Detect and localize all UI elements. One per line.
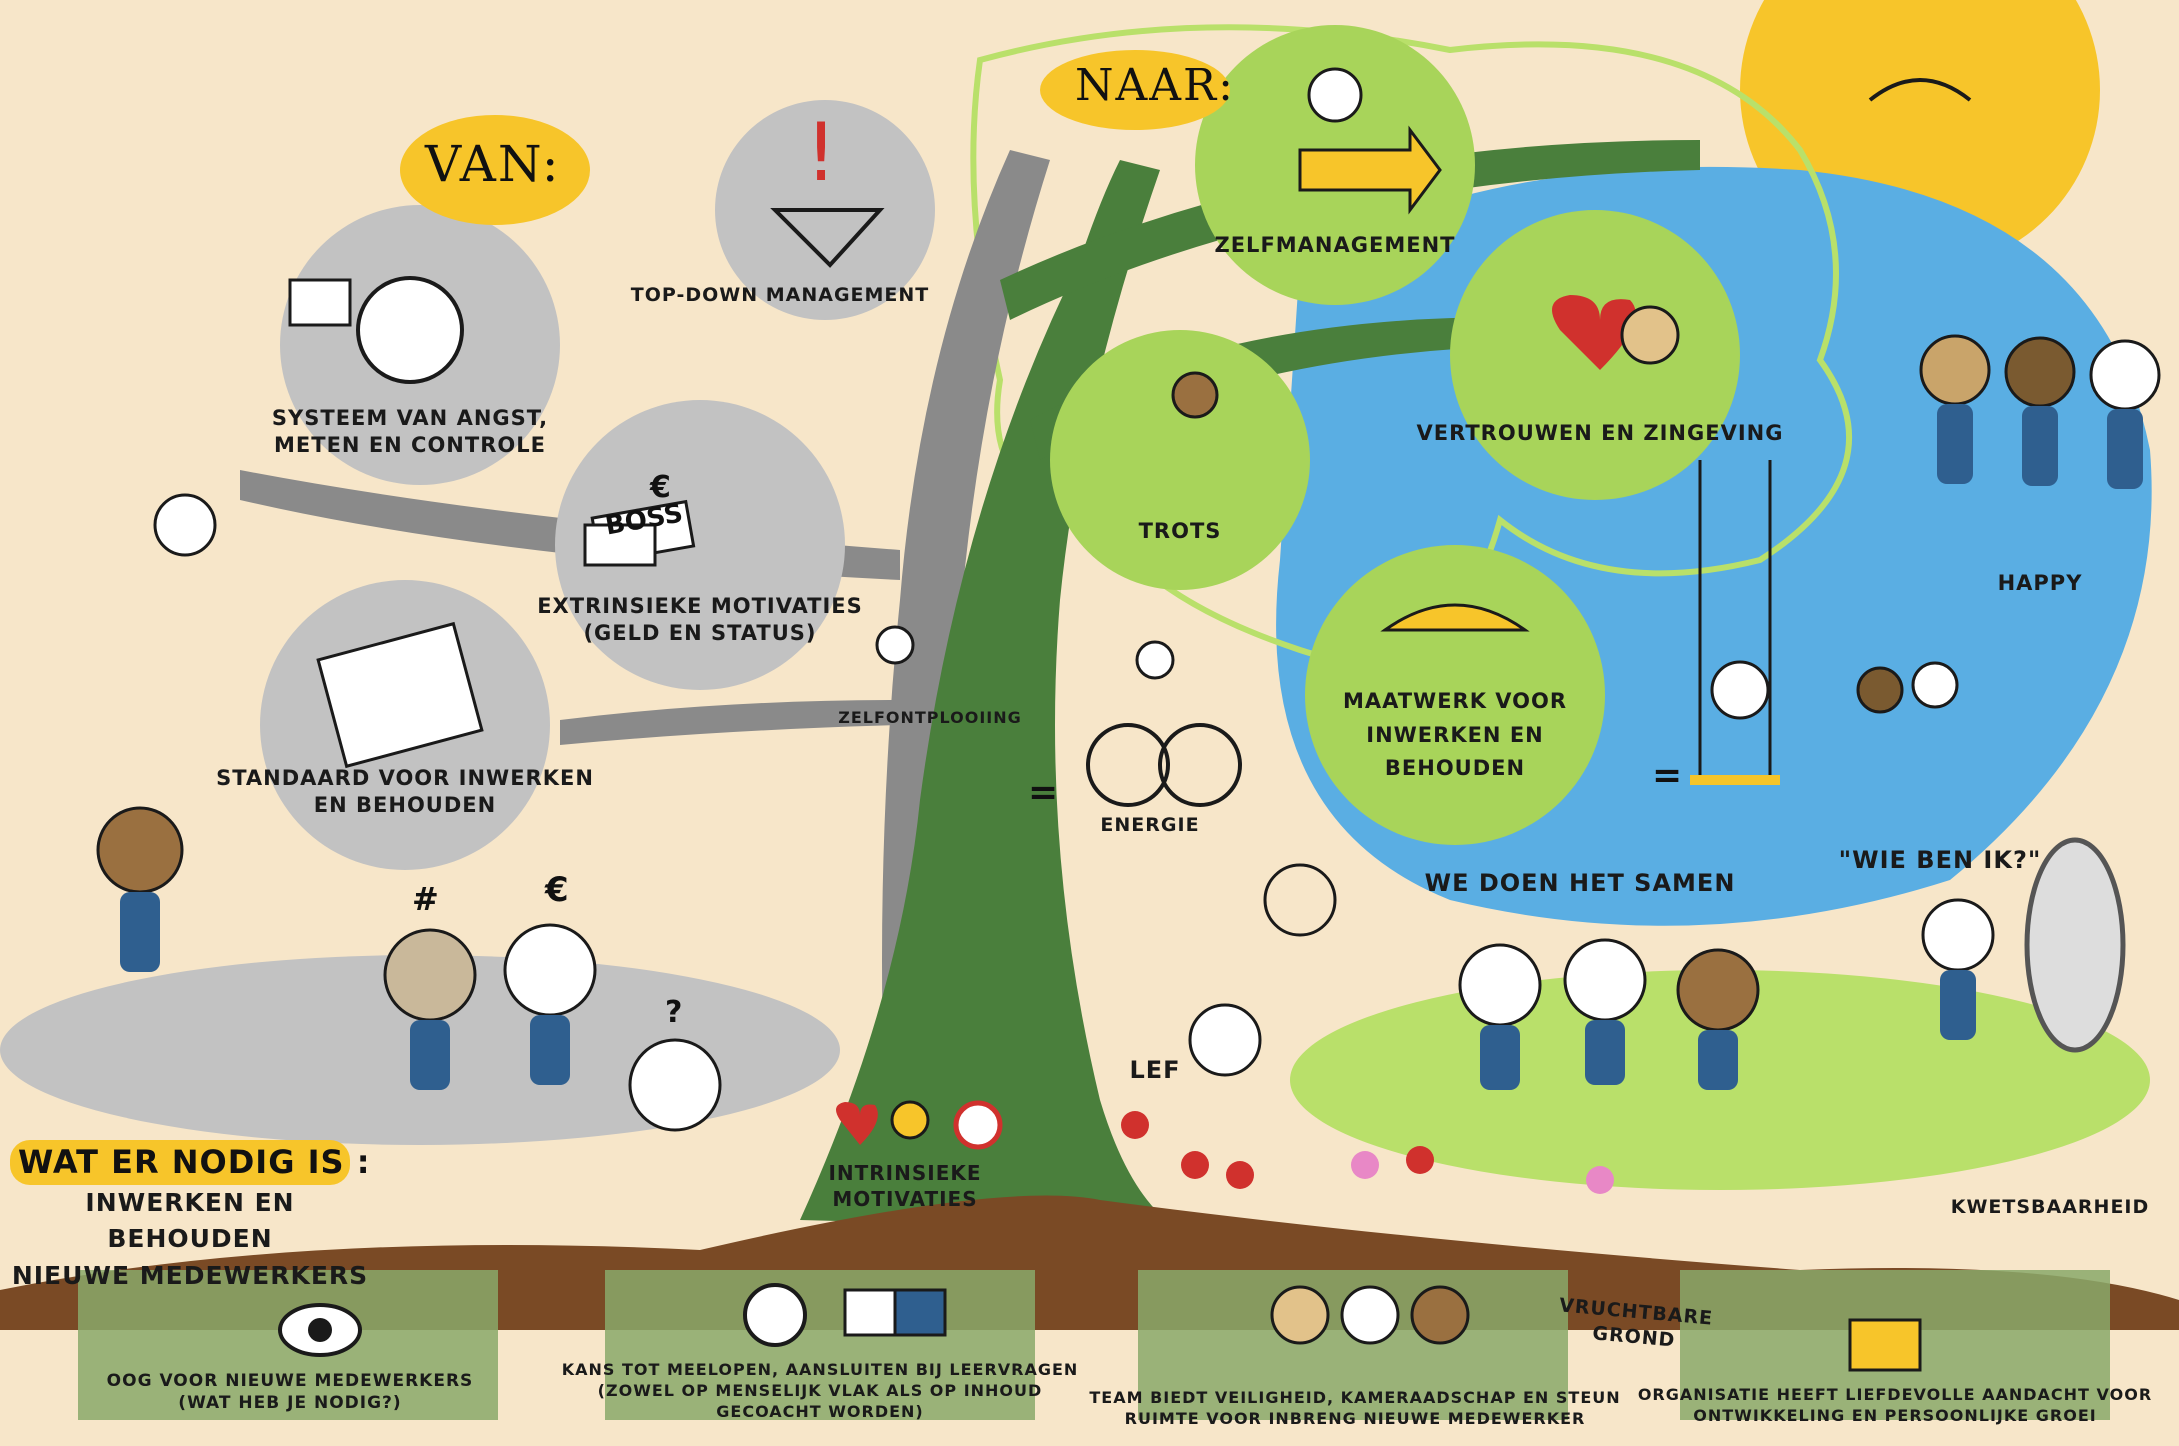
bicycle-wheel-right [1158, 723, 1242, 807]
needs-subtitle-line2: NIEUWE MEDEWERKERS [11, 1260, 369, 1290]
clock-icon [743, 1283, 807, 1347]
flower-icon [1181, 1151, 1209, 1179]
equals-sign-bike: = [1028, 772, 1059, 813]
van-blob [400, 115, 590, 225]
swing-seat [1690, 775, 1780, 785]
trust-label: VERTROUWEN EN ZINGEVING [1416, 421, 1784, 445]
extrinsic-line1: EXTRINSIEKE MOTIVATIES [537, 594, 863, 618]
paper-stack-icon [316, 621, 484, 769]
euro-symbol-2: € [545, 870, 569, 910]
team-face-icon [1410, 1285, 1470, 1345]
fear-system-label: SYSTEEM VAN ANGST, METEN EN CONTROLE [230, 405, 590, 460]
top-down-label: TOP-DOWN MANAGEMENT [630, 284, 930, 306]
stressed-face-icon [356, 276, 464, 384]
root-4-line2: ONTWIKKELING EN PERSOONLIJKE GROEI [1693, 1405, 2097, 1425]
question-symbol: ? [665, 995, 683, 1030]
person-head-icon [1307, 67, 1363, 123]
root-panel-2 [605, 1270, 1035, 1420]
fear-system-line1: SYSTEEM VAN ANGST, [271, 406, 549, 430]
root-label-2: KANS TOT MEELOPEN, AANSLUITEN BIJ LEERVR… [545, 1360, 1095, 1422]
soil-band [0, 1195, 2179, 1330]
flower-icon [1226, 1161, 1254, 1189]
root-label-3: TEAM BIEDT VEILIGHEID, KAMERAADSCHAP EN … [1080, 1388, 1630, 1430]
extrinsic-label: EXTRINSIEKE MOTIVATIES (GELD EN STATUS) [520, 593, 880, 648]
energy-label: ENERGIE [1100, 814, 1200, 836]
sun-rays [1868, 78, 1972, 102]
root-2-line1: KANS TOT MEELOPEN, AANSLUITEN BIJ LEERVR… [561, 1360, 1079, 1379]
needs-blob [10, 1140, 350, 1185]
mirror-icon [2024, 837, 2126, 1053]
arrow-right-icon [1298, 125, 1442, 215]
to-label: NAAR: [1075, 60, 1236, 111]
team-face-icon [1340, 1285, 1400, 1345]
naar-blob [1040, 50, 1230, 130]
stick-figures [96, 334, 2161, 1132]
root-label-4: ORGANISATIE HEEFT LIEFDEVOLLE AANDACHT V… [1625, 1385, 2165, 1427]
target-icon [953, 1100, 1003, 1150]
custom-bubble [1305, 545, 1605, 845]
lightbulb-icon [890, 1100, 930, 1140]
team-face-icon [1270, 1285, 1330, 1345]
eye-pupil-icon [308, 1318, 332, 1342]
exclamation-icon: ! [805, 106, 837, 199]
pride-label: TROTS [1138, 519, 1222, 543]
heart-small-icon [836, 1102, 878, 1145]
custom-line2: INWERKEN EN [1366, 722, 1544, 747]
intrinsic-label: INTRINSIEKE MOTIVATIES [828, 1161, 982, 1211]
root-1-line1: OOG VOOR NIEUWE MEDEWERKERS [106, 1371, 474, 1391]
money-icon [583, 523, 657, 567]
custom-label: MAATWERK VOOR INWERKEN EN BEHOUDEN [1305, 685, 1605, 786]
who-am-i-label: "WIE BEN IK?" [1838, 846, 2042, 874]
heart-icon [1552, 295, 1636, 370]
puzzle-white-icon [843, 1288, 897, 1337]
laptop-icon [288, 278, 352, 327]
vulnerability-label: KWETSBAARHEID [1950, 1196, 2150, 1218]
courage-label: LEF [1129, 1056, 1181, 1084]
smile-face-icon [1620, 305, 1680, 365]
hash-symbol: # [412, 880, 439, 918]
flower-icon [1351, 1151, 1379, 1179]
ruler-hat-icon [1380, 603, 1530, 632]
from-label: VAN: [425, 135, 561, 193]
extrinsic-bubble [555, 400, 845, 690]
equals-sign-swing: = [1652, 755, 1683, 796]
root-label-1: OOG VOOR NIEUWE MEDEWERKERS (WAT HEB JE … [80, 1370, 500, 1414]
needs-subtitle-line1: INWERKEN EN BEHOUDEN [85, 1188, 295, 1254]
proud-person-icon [1171, 371, 1219, 419]
root-2-line3: GECOACHT WORDEN) [716, 1401, 924, 1421]
flower-icon [1406, 1146, 1434, 1174]
puzzle-blue-icon [893, 1288, 947, 1337]
watering-can-icon [1848, 1318, 1922, 1372]
standard-line1: STANDAARD VOOR INWERKEN [216, 766, 594, 790]
self-development-label: ZELFONTPLOOIING [838, 708, 1022, 727]
root-1-line2: (WAT HEB JE NODIG?) [178, 1393, 402, 1414]
root-3-line2: RUIMTE VOOR INBRENG NIEUWE MEDEWERKER [1124, 1408, 1586, 1428]
self-management-label: ZELFMANAGEMENT [1214, 233, 1456, 257]
root-4-line1: ORGANISATIE HEEFT LIEFDEVOLLE AANDACHT V… [1637, 1385, 2153, 1404]
grey-branch-lower [560, 700, 900, 745]
bicycle-wheel-left [1086, 723, 1170, 807]
flower-icon [1121, 1111, 1149, 1139]
custom-line3: BEHOUDEN [1384, 756, 1526, 781]
needs-title: WAT ER NODIG IS : [18, 1143, 371, 1181]
custom-line1: MAATWERK VOOR [1342, 689, 1568, 713]
standard-label: STANDAARD VOOR INWERKEN EN BEHOUDEN [205, 765, 605, 820]
fear-system-line2: METEN EN CONTROLE [274, 433, 546, 458]
euro-symbol: € [650, 470, 671, 505]
flower-icon [1586, 1166, 1614, 1194]
arrow-down-icon [770, 208, 885, 268]
extrinsic-line2: (GELD EN STATUS) [583, 621, 817, 646]
standard-line2: EN BEHOUDEN [313, 793, 497, 818]
happy-label: HAPPY [1997, 571, 2083, 595]
needs-subtitle: INWERKEN EN BEHOUDEN NIEUWE MEDEWERKERS [10, 1185, 370, 1294]
root-2-line2: (ZOWEL OP MENSELIJK VLAK ALS OP INHOUD [597, 1380, 1043, 1400]
root-3-line1: TEAM BIEDT VEILIGHEID, KAMERAADSCHAP EN … [1089, 1388, 1621, 1407]
together-label: WE DOEN HET SAMEN [1424, 869, 1736, 897]
pride-bubble [1050, 330, 1310, 590]
